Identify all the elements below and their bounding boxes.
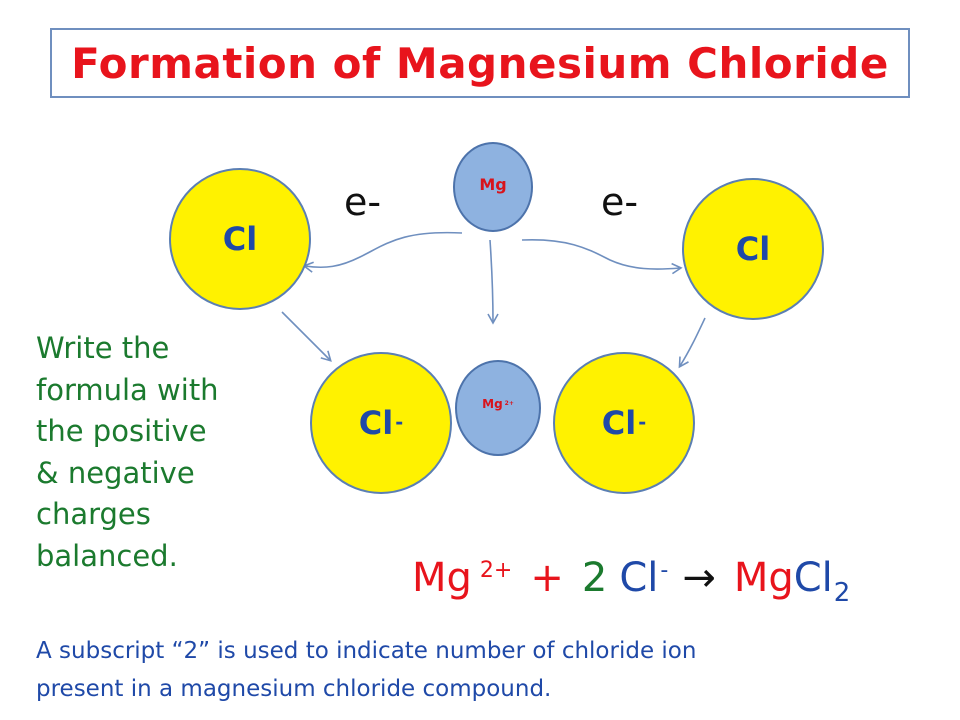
cl-ion-left: Cl- — [310, 352, 452, 494]
equation-product-subscript: 2 — [833, 578, 851, 608]
cl-atom-left: Cl — [169, 168, 311, 310]
arrow-mg-to-mg-ion — [487, 239, 499, 325]
mg-atom-symbol: Mg — [479, 174, 507, 194]
footnote-text: A subscript “2” is used to indicate numb… — [36, 632, 936, 708]
reaction-arrow-icon: → — [682, 555, 716, 601]
instruction-line: the positive — [36, 414, 207, 448]
equation-mg-charge: 2+ — [479, 558, 513, 583]
instruction-line: & negative — [36, 455, 195, 490]
cl-ion-left-symbol: Cl — [358, 404, 394, 442]
footnote-line: present in a magnesium chloride compound… — [36, 676, 552, 702]
slide-title: Formation of Magnesium Chloride — [71, 38, 889, 88]
arrow-mg-to-cl-right — [521, 239, 683, 275]
arrow-cl-left-to-ion — [281, 311, 332, 362]
chemical-equation: Mg 2+ + 2 Cl - → Mg Cl 2 — [412, 555, 850, 615]
instruction-line: formula with — [36, 372, 219, 407]
electron-label-right: e- — [601, 180, 639, 224]
instruction-line: charges — [36, 497, 151, 531]
equation-cl-charge: - — [660, 558, 669, 583]
equation-coefficient: 2 — [581, 555, 608, 601]
instruction-line: balanced. — [36, 538, 178, 573]
cl-atom-right-symbol: Cl — [735, 230, 771, 268]
equation-mg: Mg — [412, 555, 472, 601]
arrow-cl-right-to-ion — [678, 317, 706, 369]
arrow-mg-to-cl-left — [302, 231, 463, 273]
instruction-text: Write the formula with the positive & ne… — [36, 328, 266, 577]
title-box: Formation of Magnesium Chloride — [50, 28, 910, 98]
cl-atom-right: Cl — [682, 178, 824, 320]
instruction-line: Write the — [36, 331, 170, 365]
cl-ion-right: Cl- — [553, 352, 695, 494]
cl-ion-right-symbol: Cl — [601, 404, 637, 442]
mg-ion-symbol: Mg — [482, 397, 503, 411]
electron-label-left: e- — [344, 180, 382, 224]
equation-product-mg: Mg — [733, 555, 794, 601]
cl-atom-left-symbol: Cl — [222, 220, 258, 258]
equation-product-cl: Cl — [793, 555, 833, 601]
mg-atom: Mg — [453, 142, 533, 232]
equation-cl: Cl — [619, 555, 659, 601]
footnote-line: A subscript “2” is used to indicate numb… — [36, 638, 697, 664]
equation-plus: + — [530, 555, 564, 601]
